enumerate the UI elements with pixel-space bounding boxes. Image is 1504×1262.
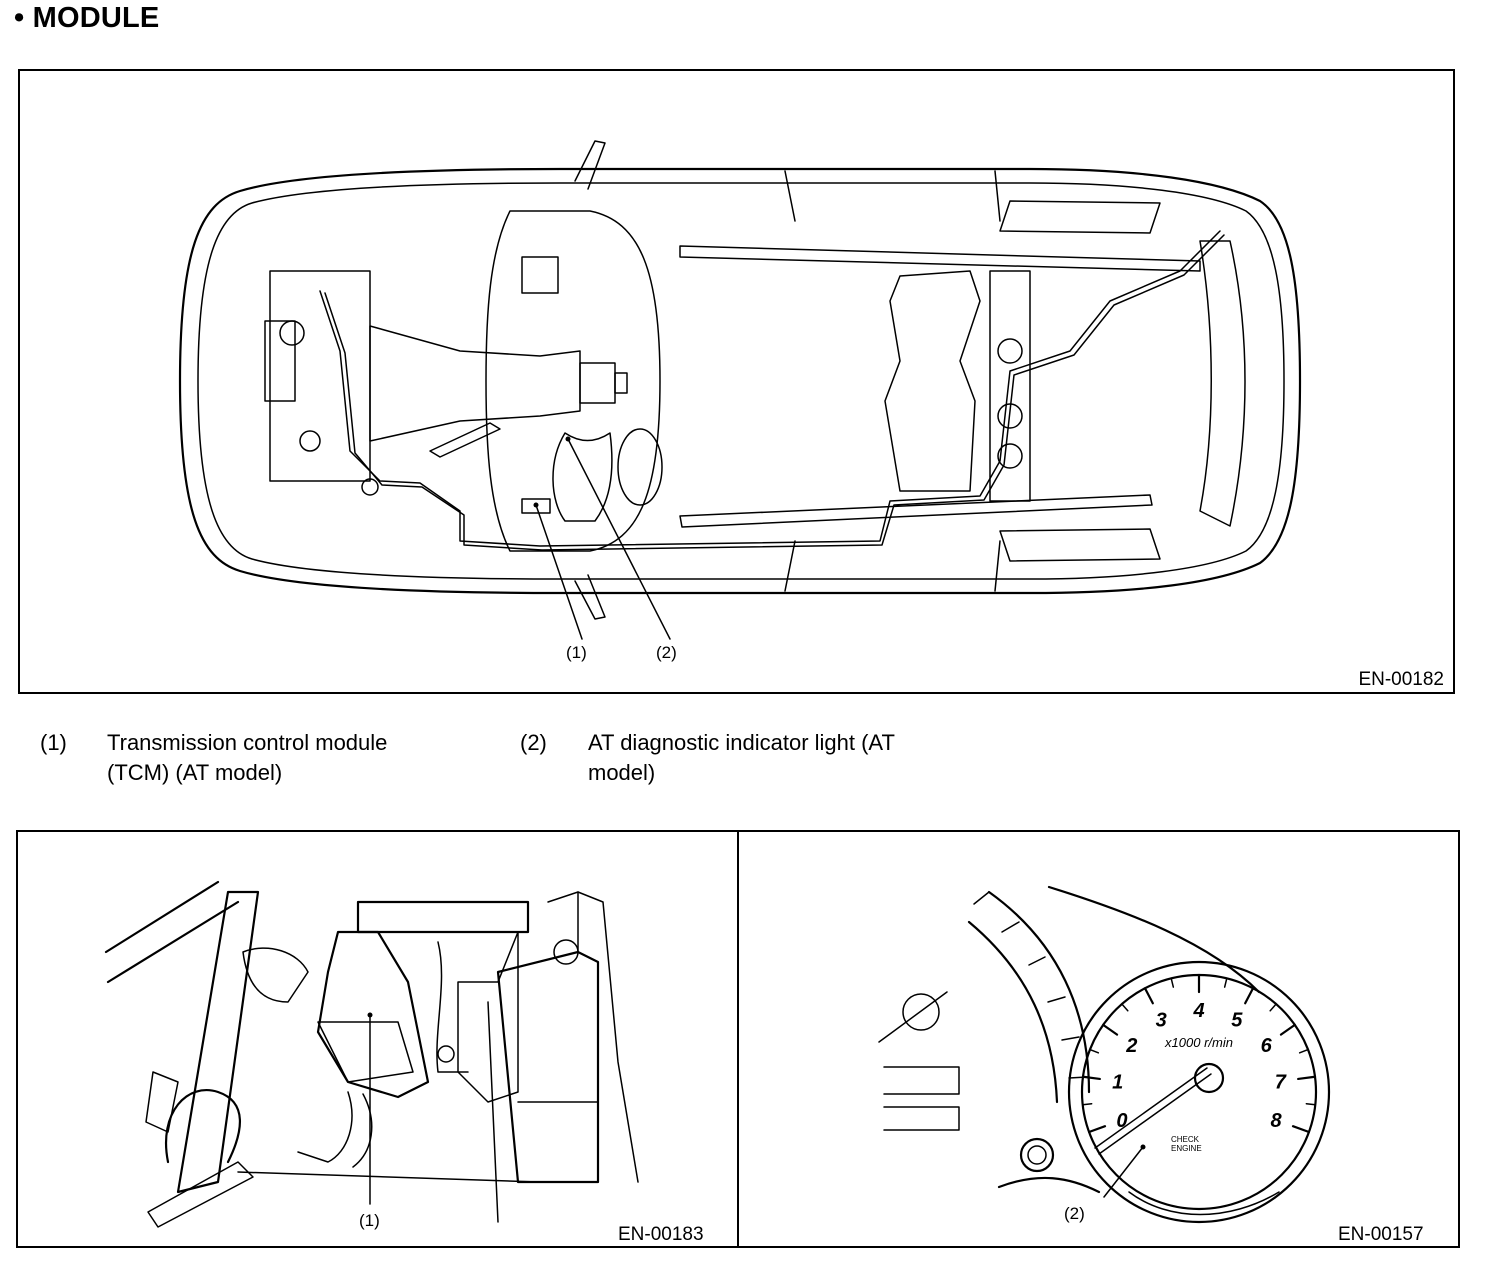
- figure-id: EN-00182: [1358, 669, 1444, 690]
- gauge-number: 0: [1116, 1110, 1127, 1132]
- gauge-number: 8: [1270, 1110, 1282, 1132]
- gauge-minor-tick: [1298, 1048, 1309, 1054]
- gauge-number: 7: [1275, 1071, 1287, 1093]
- gauge-minor-tick: [1269, 1003, 1277, 1012]
- gauge-minor-tick: [1223, 977, 1228, 988]
- gauge-number: 2: [1125, 1035, 1137, 1057]
- tcm-callout: (1): [359, 1211, 380, 1230]
- tcm-location-drawing: [104, 880, 639, 1228]
- section-heading: • MODULE: [14, 2, 160, 34]
- legend-text-line1: AT diagnostic indicator light (AT: [588, 730, 895, 755]
- gauge-minor-tick: [1089, 1048, 1100, 1054]
- gauge-minor-tick: [1305, 1103, 1317, 1106]
- vehicle-outline-drawing: [178, 140, 1302, 640]
- gauge-number: 3: [1156, 1009, 1167, 1031]
- legend-number: (1): [40, 730, 67, 755]
- gauge-tick: [1087, 1125, 1107, 1134]
- check-engine-label: ENGINE: [1171, 1144, 1202, 1153]
- gauge-tick: [1143, 987, 1154, 1005]
- gauge-minor-tick: [1081, 1103, 1093, 1106]
- legend-text-line1: Transmission control module: [107, 730, 388, 755]
- gauge-unit-label: x1000 r/min: [1164, 1035, 1233, 1050]
- check-engine-label: CHECK: [1171, 1135, 1200, 1144]
- gauge-number: 6: [1261, 1035, 1273, 1057]
- gauge-number: 1: [1112, 1071, 1123, 1093]
- gauge-number: 5: [1231, 1009, 1243, 1031]
- gauge-tick: [1244, 987, 1255, 1005]
- gauge-tick: [1102, 1023, 1119, 1036]
- gauge-minor-tick: [1170, 977, 1175, 988]
- gauge-tick: [1081, 1075, 1101, 1081]
- gauge-tick: [1297, 1075, 1317, 1081]
- vehicle-layout-figure: (1) (2) EN-00182: [18, 69, 1455, 694]
- callout-1: (1): [566, 643, 587, 662]
- meter-callout: (2): [1064, 1204, 1085, 1223]
- gauge-tick: [1279, 1023, 1296, 1036]
- legend-text-line2: (TCM) (AT model): [107, 760, 283, 785]
- figure-divider: [737, 832, 739, 1246]
- tcm-figure-id: EN-00183: [618, 1224, 704, 1245]
- legend-text-line2: model): [588, 760, 656, 785]
- callout-2: (2): [656, 643, 677, 662]
- meter-figure-id: EN-00157: [1338, 1224, 1424, 1245]
- gauge-ticks: 0 123 4 567 8: [1081, 973, 1317, 1134]
- gauge-tick: [1291, 1125, 1311, 1134]
- legend-number: (2): [520, 730, 547, 755]
- gauge-number: 4: [1192, 1000, 1204, 1022]
- gauge-minor-tick: [1121, 1003, 1129, 1012]
